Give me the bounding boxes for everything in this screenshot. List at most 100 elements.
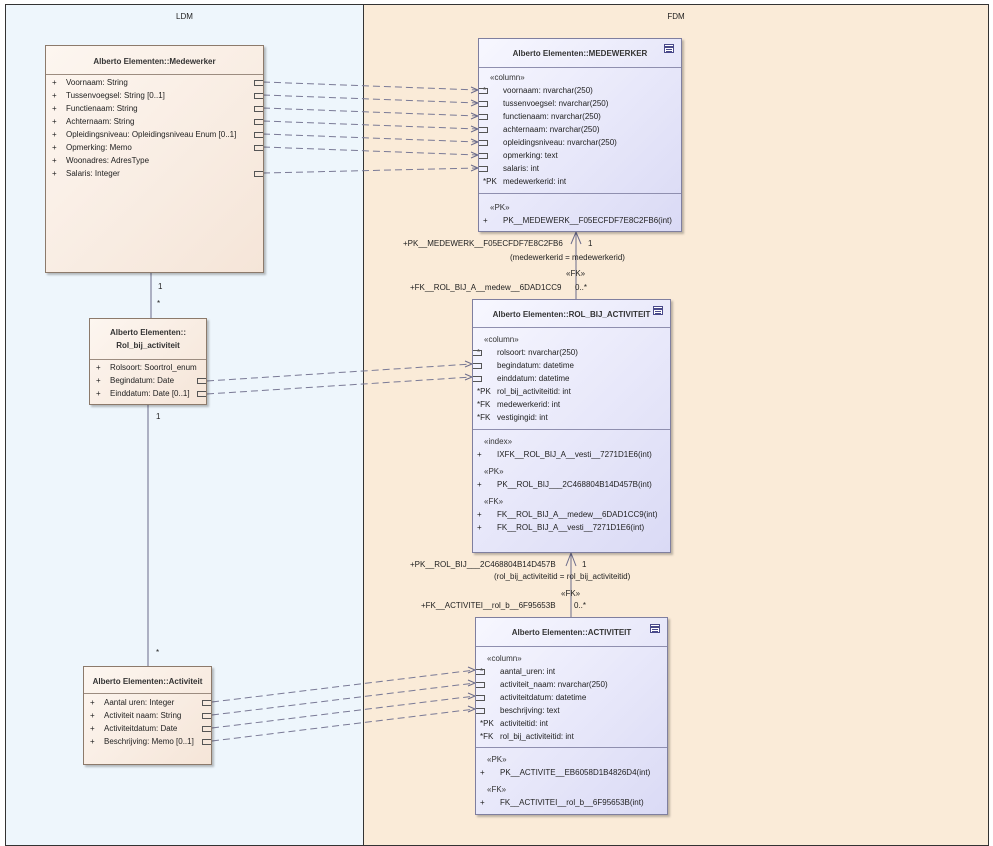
port-activiteitdatum[interactable] <box>202 726 211 732</box>
trace-salaris[interactable] <box>262 167 479 174</box>
column-port[interactable] <box>479 88 488 94</box>
mult-rol-bottom: 1 <box>156 412 161 421</box>
column-row[interactable]: activiteit_naam: nvarchar(250) <box>500 680 608 689</box>
attr-einddatum[interactable]: +Einddatum: Date [0..1] <box>96 389 190 398</box>
port-achternaam[interactable] <box>254 119 263 125</box>
column-port[interactable] <box>479 166 488 172</box>
class-rol-bij-activiteit[interactable]: Alberto Elementen:: Rol_bij_activiteit +… <box>89 318 207 405</box>
column-row[interactable]: einddatum: datetime <box>497 374 570 383</box>
column-row[interactable]: rolsoort: nvarchar(250) <box>497 348 578 357</box>
column-port[interactable] <box>479 101 488 107</box>
attr-woonadres[interactable]: +Woonadres: AdresType <box>52 156 150 165</box>
operation-row[interactable]: PK__MEDEWERK__F05ECFDF7E8C2FB6(int) <box>503 216 672 225</box>
table-activiteit[interactable]: Alberto Elementen::ACTIVITEIT «column» *… <box>475 617 668 815</box>
port-voornaam[interactable] <box>254 80 263 86</box>
column-row[interactable]: achternaam: nvarchar(250) <box>503 125 600 134</box>
operation-row[interactable]: PK__ROL_BIJ___2C468804B14D457B(int) <box>497 480 652 489</box>
column-port[interactable] <box>476 695 485 701</box>
column-row[interactable]: rol_bij_activiteitid: int <box>500 732 574 741</box>
column-port[interactable] <box>473 376 482 382</box>
class-activiteit[interactable]: Alberto Elementen::Activiteit +Aantal ur… <box>83 666 212 765</box>
column-port[interactable] <box>476 669 485 675</box>
port-einddatum[interactable] <box>197 391 206 397</box>
table-rol-bij-activiteit[interactable]: Alberto Elementen::ROL_BIJ_ACTIVITEIT «c… <box>472 299 671 553</box>
column-port[interactable] <box>479 140 488 146</box>
table-activiteit-title: Alberto Elementen::ACTIVITEIT <box>511 628 632 637</box>
attr-begindatum[interactable]: +Begindatum: Date <box>96 376 175 385</box>
trace-begindatum[interactable] <box>206 363 473 382</box>
column-row[interactable]: beschrijving: text <box>500 706 560 715</box>
trace-activiteit-naam[interactable] <box>211 682 476 716</box>
port-opleidingsniveau[interactable] <box>254 132 263 138</box>
trace-einddatum[interactable] <box>206 376 473 395</box>
operation-row[interactable]: PK__ACTIVITE__EB6058D1B4826D4(int) <box>500 768 651 777</box>
column-port[interactable] <box>479 114 488 120</box>
column-row[interactable]: aantal_uren: int <box>500 667 556 676</box>
operation-row[interactable]: IXFK__ROL_BIJ_A__vesti__7271D1E6(int) <box>497 450 652 459</box>
column-row[interactable]: medewerkerid: int <box>497 400 561 409</box>
column-flag: * <box>477 348 481 357</box>
trace-opleidingsniveau[interactable] <box>262 133 479 143</box>
trace-opmerking[interactable] <box>262 146 479 156</box>
class-medewerker[interactable]: Alberto Elementen::Medewerker +Voornaam:… <box>45 45 264 273</box>
port-aantal-uren[interactable] <box>202 700 211 706</box>
column-row[interactable]: voornaam: nvarchar(250) <box>503 86 593 95</box>
column-stereotype: «column» <box>484 335 519 344</box>
column-row[interactable]: opmerking: text <box>503 151 558 160</box>
class-activiteit-title: Alberto Elementen::Activiteit <box>92 677 203 686</box>
column-port[interactable] <box>473 350 482 356</box>
attr-tussenvoegsel[interactable]: +Tussenvoegsel: String [0..1] <box>52 91 165 100</box>
attr-functienaam[interactable]: +Functienaam: String <box>52 104 138 113</box>
trace-activiteitdatum[interactable] <box>211 695 476 729</box>
attr-opleidingsniveau[interactable]: +Opleidingsniveau: Opleidingsniveau Enum… <box>52 130 237 139</box>
port-activiteit-naam[interactable] <box>202 713 211 719</box>
column-row[interactable]: activiteitdatum: datetime <box>500 693 587 702</box>
trace-functienaam[interactable] <box>262 107 479 117</box>
column-row[interactable]: tussenvoegsel: nvarchar(250) <box>503 99 609 108</box>
trace-beschrijving[interactable] <box>211 708 476 742</box>
port-opmerking[interactable] <box>254 145 263 151</box>
column-row[interactable]: rol_bij_activiteitid: int <box>497 387 571 396</box>
column-port[interactable] <box>476 682 485 688</box>
column-row[interactable]: begindatum: datetime <box>497 361 574 370</box>
trace-voornaam[interactable] <box>262 81 479 91</box>
column-row[interactable]: vestigingid: int <box>497 413 548 422</box>
port-salaris[interactable] <box>254 171 263 177</box>
operation-row[interactable]: FK__ROL_BIJ_A__vesti__7271D1E6(int) <box>497 523 645 532</box>
mult-activiteit-top: * <box>156 648 160 657</box>
attr-beschrijving[interactable]: +Beschrijving: Memo [0..1] <box>90 737 194 746</box>
port-tussenvoegsel[interactable] <box>254 93 263 99</box>
trace-tussenvoegsel[interactable] <box>262 94 479 104</box>
attr-voornaam[interactable]: +Voornaam: String <box>52 78 128 87</box>
trace-aantal-uren[interactable] <box>211 669 476 703</box>
attr-opmerking[interactable]: +Opmerking: Memo <box>52 143 132 152</box>
column-flag: *FK <box>480 732 494 741</box>
port-begindatum[interactable] <box>197 378 206 384</box>
port-beschrijving[interactable] <box>202 739 211 745</box>
column-row[interactable]: opleidingsniveau: nvarchar(250) <box>503 138 617 147</box>
attr-rolsoort[interactable]: +Rolsoort: Soortrol_enum <box>96 363 197 372</box>
column-port[interactable] <box>479 153 488 159</box>
attr-achternaam[interactable]: +Achternaam: String <box>52 117 135 126</box>
column-row[interactable]: activiteitid: int <box>500 719 549 728</box>
column-row[interactable]: salaris: int <box>503 164 540 173</box>
attr-activiteit-naam[interactable]: +Activiteit naam: String <box>90 711 182 720</box>
operation-stereotype: «PK» <box>487 755 507 764</box>
attr-activiteitdatum[interactable]: +Activiteitdatum: Date <box>90 724 178 733</box>
class-rol-title-line2: Rol_bij_activiteit <box>116 341 180 350</box>
column-row[interactable]: medewerkerid: int <box>503 177 567 186</box>
table-medewerker[interactable]: Alberto Elementen::MEDEWERKER «column» *… <box>478 38 682 232</box>
rel1-pk-label: +PK__MEDEWERK__F05ECFDF7E8C2FB6 <box>403 239 563 248</box>
column-port[interactable] <box>479 127 488 133</box>
operation-row[interactable]: FK__ROL_BIJ_A__medew__6DAD1CC9(int) <box>497 510 658 519</box>
column-row[interactable]: functienaam: nvarchar(250) <box>503 112 601 121</box>
attr-aantal-uren[interactable]: +Aantal uren: Integer <box>90 698 175 707</box>
trace-achternaam[interactable] <box>262 120 479 130</box>
column-port[interactable] <box>473 363 482 369</box>
operation-row[interactable]: FK__ACTIVITEI__rol_b__6F95653B(int) <box>500 798 644 807</box>
operation-stereotype: «index» <box>484 437 513 446</box>
column-port[interactable] <box>476 708 485 714</box>
port-functienaam[interactable] <box>254 106 263 112</box>
attr-salaris[interactable]: +Salaris: Integer <box>52 169 120 178</box>
rel2-fk-mult: 0..* <box>574 601 587 610</box>
